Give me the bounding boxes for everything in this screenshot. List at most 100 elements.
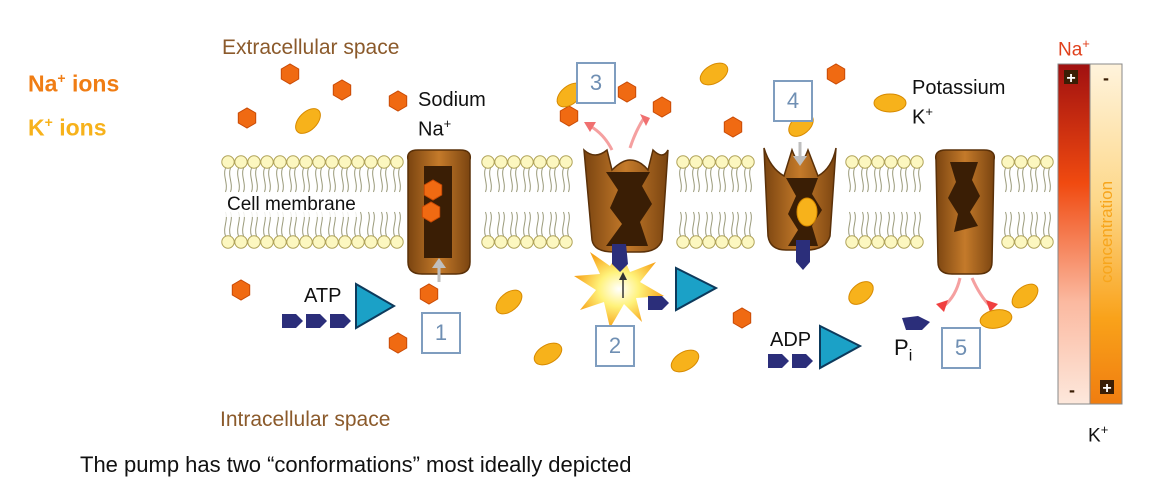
- gradient-na-charge: +: [1082, 36, 1090, 51]
- atp-molecule-2: [648, 266, 719, 312]
- legend-na-symbol: Na: [28, 70, 58, 97]
- membrane-label: Cell membrane: [225, 193, 358, 217]
- potassium-ion: [670, 349, 700, 373]
- lipid-molecule: [897, 211, 911, 249]
- step-2-box: 2: [595, 325, 635, 367]
- lipid-molecule: [858, 211, 872, 249]
- sodium-name: Sodium: [418, 89, 486, 111]
- lipid-molecule: [520, 211, 534, 249]
- gradient-k-symbol: K: [1088, 425, 1101, 447]
- lipid-bilayer: [221, 155, 1054, 249]
- potassium-ion: [873, 93, 907, 113]
- sodium-ions: [231, 63, 846, 354]
- lipid-molecule: [1014, 155, 1028, 193]
- lipid-molecule: [299, 211, 313, 249]
- lipid-molecule: [364, 155, 378, 193]
- arrow-3-head-a: [584, 122, 596, 132]
- lipid-molecule: [1040, 211, 1054, 249]
- lipid-molecule: [1014, 211, 1028, 249]
- potassium-ion: [699, 62, 729, 86]
- pump-protein-2: [583, 148, 669, 253]
- sodium-charge: +: [443, 116, 452, 131]
- sodium-ion: [559, 105, 579, 127]
- lipid-molecule: [728, 211, 742, 249]
- lipid-molecule: [260, 211, 274, 249]
- lipid-molecule: [286, 155, 300, 193]
- lipid-molecule: [1001, 211, 1015, 249]
- sodium-ion: [423, 179, 443, 201]
- na-concentration-bar: [1057, 63, 1091, 405]
- lipid-molecule: [234, 155, 248, 193]
- sodium-ion: [652, 96, 672, 118]
- lipid-molecule: [247, 211, 261, 249]
- lipid-molecule: [1040, 155, 1054, 193]
- legend-na-suffix: ions: [65, 70, 120, 97]
- lipid-molecule: [351, 211, 365, 249]
- potassium-ion: [1011, 283, 1039, 309]
- lipid-molecule: [689, 211, 703, 249]
- potassium-ion: [848, 281, 874, 305]
- lipid-molecule: [884, 211, 898, 249]
- intracellular-label: Intracellular space: [220, 408, 391, 431]
- lipid-molecule: [520, 155, 534, 193]
- step-3-box: 3: [576, 62, 616, 104]
- lipid-molecule: [494, 211, 508, 249]
- legend-k-symbol: K: [28, 114, 45, 141]
- lipid-molecule: [533, 211, 547, 249]
- potassium-ion: [295, 108, 321, 134]
- legend-potassium-ions: K+ ions: [28, 114, 106, 142]
- lipid-molecule: [741, 155, 755, 193]
- na-plus-sign: +: [1066, 70, 1075, 87]
- pump-protein-4: [934, 149, 996, 275]
- potassium-ion: [533, 342, 563, 366]
- sodium-symbol: Na: [418, 118, 444, 141]
- gradient-na-symbol: Na: [1058, 39, 1083, 61]
- lipid-molecule: [507, 155, 521, 193]
- lipid-molecule: [390, 211, 404, 249]
- arrow-5-out: [943, 277, 992, 308]
- lipid-molecule: [325, 211, 339, 249]
- lipid-molecule: [364, 211, 378, 249]
- na-minus-sign: -: [1069, 380, 1075, 400]
- lipid-molecule: [546, 211, 560, 249]
- lipid-molecule: [897, 155, 911, 193]
- gradient-na-label: Na+: [1058, 32, 1090, 62]
- legend-na-charge: +: [57, 70, 66, 86]
- lipid-molecule: [1027, 211, 1041, 249]
- lipid-molecule: [741, 211, 755, 249]
- sodium-ion: [617, 81, 637, 103]
- caption-text: The pump has two “conformations” most id…: [80, 452, 632, 477]
- lipid-molecule: [559, 155, 573, 193]
- lipid-molecule: [728, 155, 742, 193]
- arrow-4: [793, 142, 807, 166]
- sodium-label: Sodium Na+: [418, 88, 486, 142]
- energy-burst: [574, 250, 664, 328]
- adp-label: ADP: [770, 329, 812, 351]
- lipid-molecule: [338, 155, 352, 193]
- lipid-molecule: [689, 155, 703, 193]
- sodium-ion: [826, 63, 846, 85]
- potassium-label: Potassium K+: [912, 76, 1005, 130]
- lipid-molecule: [871, 211, 885, 249]
- lipid-molecule: [390, 155, 404, 193]
- sodium-ion: [231, 279, 251, 301]
- step-5-box: 5: [941, 327, 981, 369]
- lipid-molecule: [910, 155, 924, 193]
- phosphate-bound-3: [796, 240, 810, 270]
- lipid-molecule: [910, 211, 924, 249]
- sodium-ion: [280, 63, 300, 85]
- lipid-molecule: [884, 155, 898, 193]
- sodium-ion: [419, 283, 439, 305]
- potassium-charge: +: [925, 104, 933, 119]
- lipid-molecule: [351, 155, 365, 193]
- lipid-molecule: [234, 211, 248, 249]
- lipid-molecule: [338, 211, 352, 249]
- gradient-k-label: K+: [1088, 418, 1108, 448]
- sodium-ion: [723, 116, 743, 138]
- sodium-ion: [421, 201, 441, 223]
- lipid-molecule: [1001, 155, 1015, 193]
- lipid-molecule: [273, 211, 287, 249]
- lipid-molecule: [715, 211, 729, 249]
- sodium-ion: [237, 107, 257, 129]
